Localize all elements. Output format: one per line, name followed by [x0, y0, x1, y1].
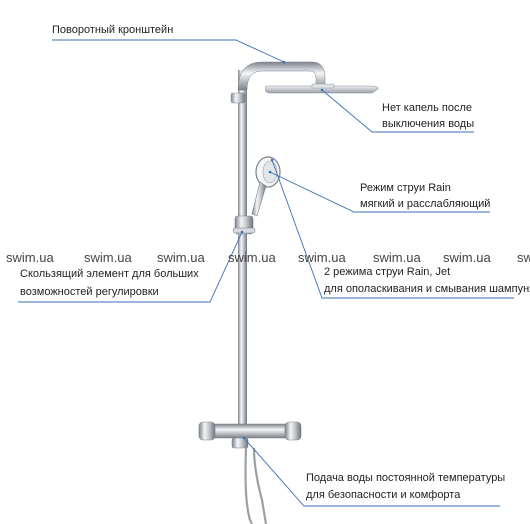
riser-bracket — [230, 92, 246, 104]
riser-pipe — [238, 70, 247, 440]
label-rain-mode-line2: мягкий и расслабляющий — [360, 198, 491, 210]
label-no-drip-line1: Нет капель после — [382, 102, 472, 114]
watermark-text: swim.ua — [228, 250, 276, 265]
label-thermo-line2: для безопасности и комфорта — [306, 489, 461, 501]
hose — [244, 447, 268, 524]
watermark-text: sw — [517, 250, 530, 265]
leader-lines — [18, 39, 514, 507]
label-two-modes-line2: для ополаскивания и смывания шампуня — [324, 283, 530, 295]
watermark-text: swim.ua — [157, 250, 205, 265]
label-no-drip-line2: выключения воды — [382, 118, 475, 130]
label-sliding-line2: возможностей регулировки — [20, 286, 159, 298]
label-two-modes-line1: 2 режима струи Rain, Jet — [324, 266, 451, 278]
watermark-text: swim.ua — [443, 250, 491, 265]
label-rain-mode-line1: Режим струи Rain — [360, 182, 451, 194]
hand-shower — [251, 156, 281, 217]
watermark-text: swim.ua — [6, 250, 54, 265]
label-sliding-line1: Скользящий элемент для больших — [20, 268, 199, 280]
label-thermo-line1: Подача воды постоянной температуры — [306, 472, 506, 484]
watermark-text: swim.ua — [298, 250, 346, 265]
thermostat-mixer — [198, 421, 302, 449]
label-swivel-arm: Поворотный кронштейн — [52, 24, 174, 36]
watermark-text: swim.ua — [373, 250, 421, 265]
watermark-text: swim.ua — [84, 250, 132, 265]
